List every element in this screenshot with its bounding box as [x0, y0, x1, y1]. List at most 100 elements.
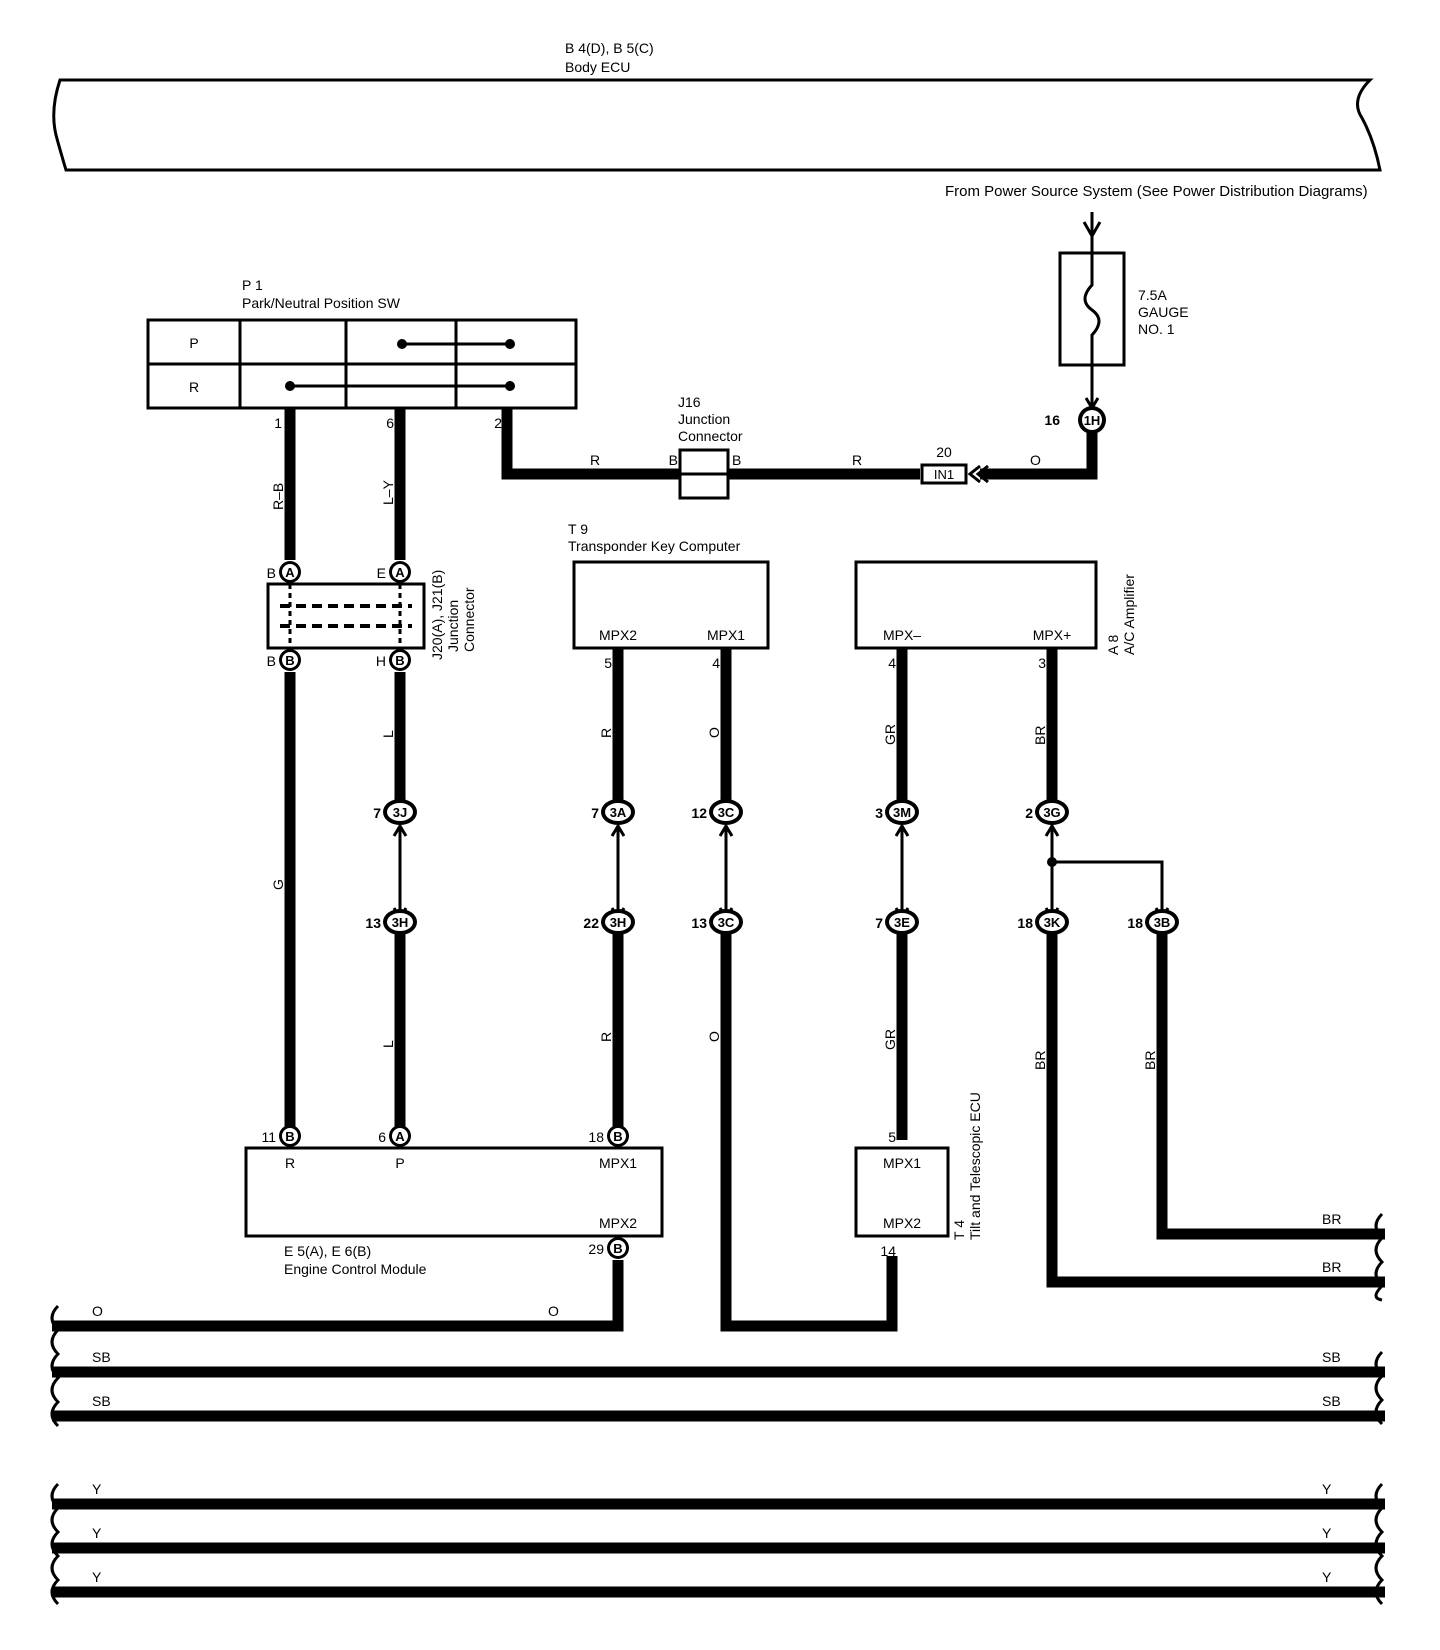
connector-3c-bot-pin: 13	[691, 915, 707, 931]
p1-pin-1: 1	[274, 415, 282, 431]
connector-3j: 3J	[383, 799, 417, 825]
p1-pin-2: 2	[494, 415, 502, 431]
connector-3k: 3K	[1035, 909, 1069, 935]
a8-ref: A 8	[1105, 635, 1121, 655]
body-ecu-bar	[52, 78, 1382, 172]
wire-label-br-a8: BR	[1032, 726, 1048, 745]
wire-label-r-left: R	[590, 452, 600, 468]
ecm-pin-18: 18	[588, 1129, 604, 1145]
wire-label-ly: L–Y	[380, 479, 396, 505]
inline-arrows-icon	[392, 823, 910, 921]
ecm-pin-11-b: B	[279, 1125, 301, 1147]
j16-right-pin: B	[732, 452, 741, 468]
body-ecu-name: Body ECU	[565, 59, 630, 75]
svg-text:3B: 3B	[1154, 915, 1171, 930]
t4-mpx2: MPX2	[883, 1215, 921, 1231]
wire-label-o-ecm: O	[548, 1303, 559, 1319]
wire-br-3k	[1046, 928, 1385, 1288]
connector-3b: 3B	[1145, 909, 1179, 935]
j20-pin-a-right: A	[389, 561, 411, 583]
wire-label-r-right: R	[852, 452, 862, 468]
bus-sb-1: SB SB	[52, 1349, 1385, 1378]
wire-o-to-t4	[720, 928, 898, 1332]
bus-y-3: Y Y	[52, 1569, 1385, 1598]
svg-text:3H: 3H	[610, 915, 627, 930]
connector-3g-pin: 2	[1025, 805, 1033, 821]
wire-label-rb: R–B	[270, 483, 286, 510]
p1-ref: P 1	[242, 277, 263, 293]
p1-name: Park/Neutral Position SW	[242, 295, 401, 311]
svg-text:3C: 3C	[718, 915, 735, 930]
svg-text:B: B	[285, 653, 294, 668]
ecm-pin-6-a: A	[389, 1125, 411, 1147]
j20-pin-b-bot: B	[267, 653, 276, 669]
svg-text:Y: Y	[1322, 1525, 1332, 1541]
connector-3h-left-pin: 13	[365, 915, 381, 931]
wire-label-br-end-1: BR	[1322, 1211, 1341, 1227]
svg-text:A: A	[395, 565, 405, 580]
j16-ref: J16	[678, 394, 701, 410]
wire-label-gr-a8: GR	[882, 724, 898, 745]
connector-3c-top: 3C	[709, 799, 743, 825]
wire-label-l-upper: L	[380, 730, 396, 738]
svg-text:3E: 3E	[894, 915, 910, 930]
svg-text:A: A	[285, 565, 295, 580]
ecm-name: Engine Control Module	[284, 1261, 427, 1277]
connector-3b-pin: 18	[1127, 915, 1143, 931]
svg-text:SB: SB	[92, 1393, 111, 1409]
j20-pin-b-top: B	[267, 565, 276, 581]
bus-y-1: Y Y	[52, 1481, 1385, 1510]
j20-junction-box	[266, 582, 426, 650]
j20-pin-b-right: B	[389, 649, 411, 671]
fuse-symbol-icon	[1083, 253, 1101, 365]
connector-3a: 3A	[601, 799, 635, 825]
ecm-pin-11: 11	[261, 1129, 276, 1145]
svg-text:1H: 1H	[1084, 413, 1101, 428]
p1-pin-6: 6	[386, 415, 394, 431]
wire-o-ecm	[52, 1260, 624, 1332]
fuse-rating: 7.5A	[1138, 287, 1167, 303]
wire-label-br-3b: BR	[1142, 1051, 1158, 1070]
connector-3c-top-pin: 12	[691, 805, 707, 821]
ecm-mpx1-label: MPX1	[599, 1155, 637, 1171]
svg-text:SB: SB	[1322, 1393, 1341, 1409]
fuse-name-1: GAUGE	[1138, 304, 1189, 320]
in1-connector	[920, 463, 968, 485]
t9-pin-5: 5	[604, 655, 612, 671]
ecm-pin-29-b: B	[607, 1237, 629, 1259]
svg-text:B: B	[285, 1129, 294, 1144]
br-split-arrows-icon	[1044, 823, 1170, 921]
bus-sb-2: SB SB	[52, 1393, 1385, 1422]
connector-3a-pin: 7	[591, 805, 599, 821]
svg-text:A: A	[395, 1129, 405, 1144]
connector-3e-pin: 7	[875, 915, 883, 931]
bus-y-2: Y Y	[52, 1525, 1385, 1554]
svg-text:SB: SB	[1322, 1349, 1341, 1365]
wire-label-gr-t4: GR	[882, 1029, 898, 1050]
connector-3e: 3E	[885, 909, 919, 935]
ecm-mpx2-label: MPX2	[599, 1215, 637, 1231]
svg-text:Y: Y	[1322, 1569, 1332, 1585]
a8-mpx-minus: MPX–	[883, 627, 921, 643]
in1-label: IN1	[934, 467, 954, 482]
in1-pin: 20	[936, 444, 952, 460]
br-split-line	[1050, 824, 1164, 920]
connector-3m: 3M	[885, 799, 919, 825]
svg-text:3A: 3A	[610, 805, 627, 820]
svg-text:B: B	[613, 1129, 622, 1144]
j20-ref: J20(A), J21(B)	[429, 570, 445, 660]
svg-text:Y: Y	[92, 1569, 102, 1585]
t4-mpx1: MPX1	[883, 1155, 921, 1171]
svg-text:3C: 3C	[718, 805, 735, 820]
svg-text:Y: Y	[1322, 1481, 1332, 1497]
ecm-pin-29: 29	[588, 1241, 604, 1257]
wire-label-br-end-2: BR	[1322, 1259, 1341, 1275]
bus-break-marks-icon	[50, 1212, 1385, 1606]
j20-pin-b-left: B	[279, 649, 301, 671]
svg-text:3G: 3G	[1043, 805, 1060, 820]
body-ecu-ref: B 4(D), B 5(C)	[565, 40, 654, 56]
wire-o-to-in1	[980, 420, 1098, 480]
t9-ref: T 9	[568, 521, 588, 537]
connector-1h: 1H	[1078, 406, 1106, 434]
